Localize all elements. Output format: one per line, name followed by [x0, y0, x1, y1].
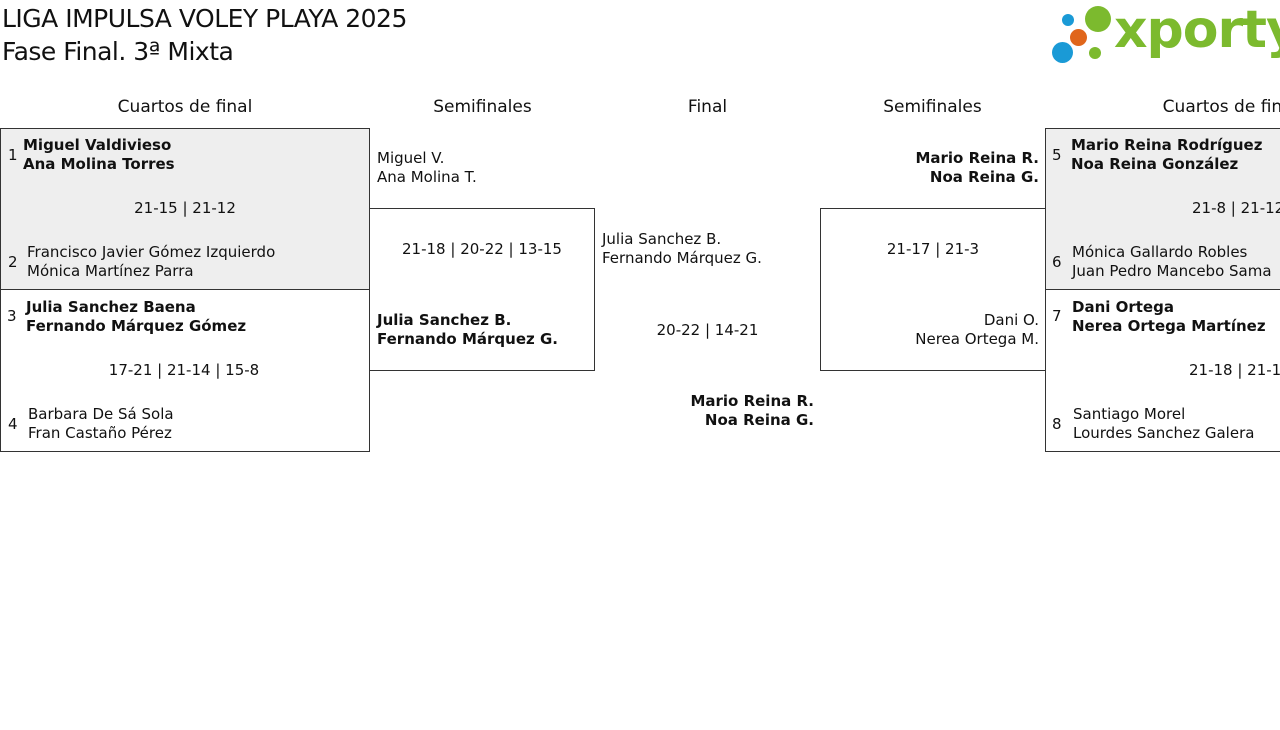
page-subtitle: Fase Final. 3ª Mixta	[2, 37, 234, 66]
logo-dot-blue-large	[1052, 42, 1073, 63]
header-right-semis: Semifinales	[883, 97, 982, 117]
team-player: Fernando Márquez G.	[602, 249, 762, 267]
semi-match-right	[820, 208, 1046, 371]
seed-number: 7	[1052, 307, 1062, 325]
team-player: Nerea Ortega Martínez	[1072, 317, 1266, 335]
seed-number: 3	[7, 307, 17, 325]
seed-number: 8	[1052, 415, 1062, 433]
team-player: Noa Reina G.	[704, 411, 814, 429]
seed-number: 5	[1052, 146, 1062, 164]
xporty-logo: xporty	[1050, 0, 1280, 68]
seed-number: 2	[8, 253, 18, 271]
page-title: LIGA IMPULSA VOLEY PLAYA 2025	[2, 4, 407, 33]
quarter-match-7	[1045, 289, 1280, 452]
logo-dot-green-small	[1089, 47, 1101, 59]
match-score: 21-17 | 21-3	[886, 240, 980, 258]
team-player: Francisco Javier Gómez Izquierdo	[27, 243, 276, 261]
team-player: Mario Reina R.	[915, 149, 1039, 167]
logo-dot-orange	[1070, 29, 1087, 46]
team-player: Juan Pedro Mancebo Sama	[1072, 262, 1272, 280]
team-player: Santiago Morel	[1073, 405, 1186, 423]
team-player: Fran Castaño Pérez	[28, 424, 172, 442]
team-player: Barbara De Sá Sola	[28, 405, 174, 423]
seed-number: 6	[1052, 253, 1062, 271]
team-player: Noa Reina G.	[929, 168, 1039, 186]
header-right-quarters: Cuartos de final	[1162, 97, 1280, 117]
team-player: Mónica Martínez Parra	[27, 262, 194, 280]
team-player: Dani O.	[983, 311, 1039, 329]
match-score: 21-18 | 21-14	[1189, 361, 1280, 379]
header-left-semis: Semifinales	[433, 97, 532, 117]
team-player: Julia Sanchez B.	[602, 230, 722, 248]
team-player: Julia Sanchez Baena	[26, 298, 196, 316]
team-player: Miguel V.	[377, 149, 445, 167]
team-player: Mario Reina R.	[690, 392, 814, 410]
team-player: Julia Sanchez B.	[377, 311, 512, 329]
team-player: Mónica Gallardo Robles	[1072, 243, 1248, 261]
logo-dot-blue-small	[1062, 14, 1074, 26]
semi-match-left	[369, 208, 595, 371]
team-player: Ana Molina T.	[377, 168, 477, 186]
team-player: Ana Molina Torres	[23, 155, 175, 173]
quarter-match-1	[0, 128, 370, 290]
page-title-block: LIGA IMPULSA VOLEY PLAYA 2025 Fase Final…	[2, 2, 407, 68]
seed-number: 4	[8, 415, 18, 433]
seed-number: 1	[8, 146, 18, 164]
header-final: Final	[687, 97, 728, 117]
team-player: Nerea Ortega M.	[915, 330, 1039, 348]
logo-dot-green	[1085, 6, 1111, 32]
match-score: 21-8 | 21-12	[1192, 199, 1280, 217]
logo-text: xporty	[1114, 0, 1280, 60]
team-player: Fernando Márquez G.	[377, 330, 558, 348]
match-score: 20-22 | 14-21	[656, 321, 759, 339]
team-player: Mario Reina Rodríguez	[1071, 136, 1263, 154]
team-player: Fernando Márquez Gómez	[26, 317, 247, 335]
team-player: Lourdes Sanchez Galera	[1073, 424, 1255, 442]
header-left-quarters: Cuartos de final	[117, 97, 253, 117]
match-score: 21-18 | 20-22 | 13-15	[402, 240, 562, 258]
team-player: Miguel Valdivieso	[23, 136, 172, 154]
match-score: 21-15 | 21-12	[134, 199, 236, 217]
team-player: Noa Reina González	[1071, 155, 1239, 173]
match-score: 17-21 | 21-14 | 15-8	[108, 361, 260, 379]
team-player: Dani Ortega	[1072, 298, 1174, 316]
